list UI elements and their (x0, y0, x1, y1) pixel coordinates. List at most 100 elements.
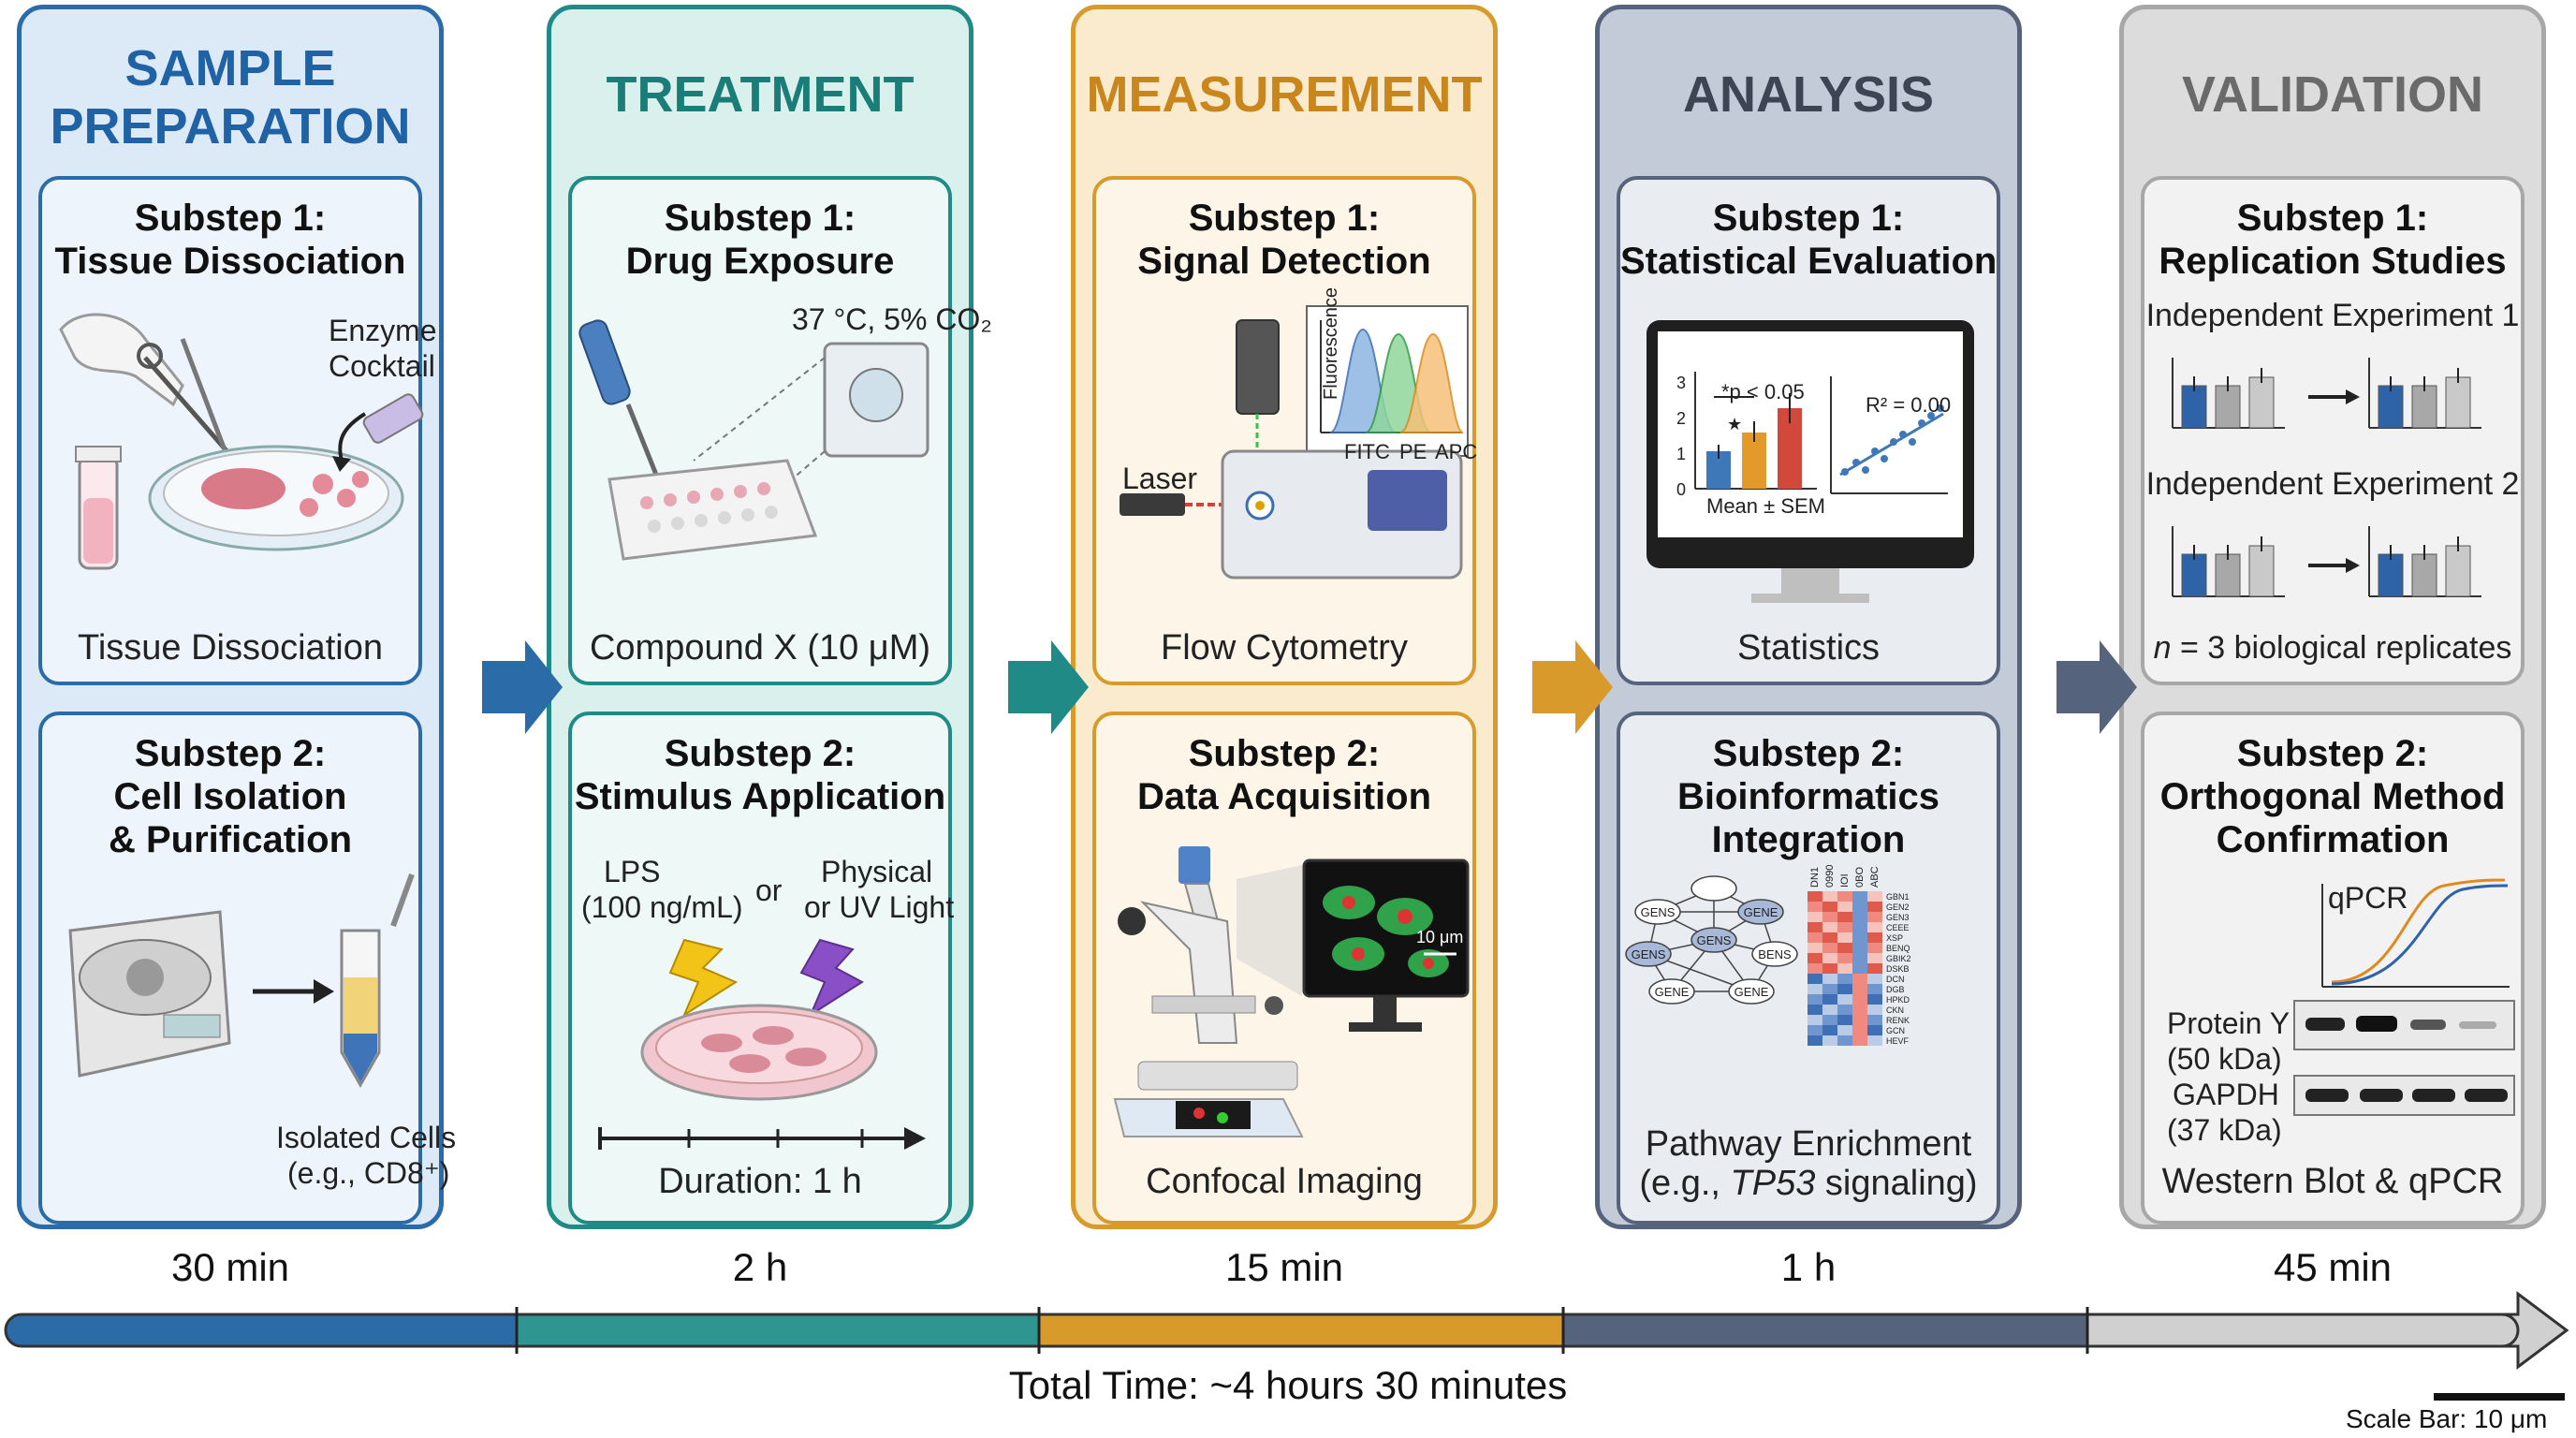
heatmap-row-label: GEN2 (1886, 902, 1910, 912)
heatmap-cell (1808, 943, 1822, 953)
protein-size: (50 kDa) (2167, 1042, 2282, 1076)
heatmap-cell (1867, 1015, 1882, 1025)
image-scale-label: 10 μm (1416, 928, 1464, 946)
replicate-bar (2215, 385, 2241, 429)
right-arrow-icon (1008, 640, 1089, 734)
right-arrow-icon (1532, 640, 1613, 734)
experiment-2-label: Independent Experiment 2 (2145, 466, 2520, 502)
heatmap-row-label: GBN1 (1886, 892, 1910, 902)
lps-label: LPS (604, 855, 661, 888)
substep-heading: Substep 2: Stimulus Application (574, 733, 946, 817)
heatmap-cell (1822, 953, 1837, 963)
heatmap-cell (1822, 1035, 1837, 1046)
heatmap-cell (1867, 1005, 1882, 1015)
duration-treatment: 2 h (732, 1245, 788, 1289)
replicate-bar (2445, 376, 2471, 429)
substep-heading: Substep 2: Orthogonal Method Confirmatio… (2159, 733, 2506, 860)
heatmap-cell (1822, 932, 1837, 943)
heatmap-cell (1867, 963, 1882, 974)
physical-label: Physical (821, 855, 933, 888)
heatmap-cell (1822, 922, 1837, 932)
statistics-monitor-illustration (1647, 320, 1974, 603)
timeline-segment-treatment (517, 1314, 1039, 1346)
substep-bioinformatics: Substep 2: Bioinformatics Integration GE… (1617, 712, 2000, 1225)
substep-caption: Duration: 1 h (658, 1162, 862, 1201)
culture-dish-icon (640, 1004, 878, 1101)
pathway-caption: Pathway Enrichment (1645, 1124, 1972, 1164)
drug-exposure-illustration (578, 319, 929, 561)
tissue-dissociation-illustration (59, 313, 424, 570)
flow-cytometry-illustration (1120, 305, 1469, 580)
experiment-1-label: Independent Experiment 1 (2145, 298, 2520, 333)
duration-measurement: 15 min (1224, 1245, 1344, 1289)
stage-sample-preparation: SAMPLE PREPARATION Substep 1: Tissue Dis… (17, 5, 456, 1229)
heatmap-cell (1822, 902, 1837, 912)
uv-label: or UV Light (804, 890, 955, 924)
timeline-segment-sample-preparation (6, 1314, 517, 1346)
heatmap-cell (1808, 912, 1822, 922)
replicate-bar (2248, 376, 2275, 429)
heatmap-row-label: CEEE (1886, 923, 1910, 932)
enzyme-vial-icon (332, 393, 424, 472)
gene-node-label: GENE (1734, 985, 1769, 999)
heatmap-row-label: GEN3 (1886, 913, 1910, 922)
centrifuge-icon (68, 910, 231, 1078)
heatmap-cell (1808, 891, 1822, 902)
y-tick-3: 3 (1676, 374, 1687, 392)
substep-heading: Substep 1: Replication Studies (2159, 198, 2507, 282)
heatmap-row-label: XSP (1886, 933, 1903, 943)
heatmap-cell (1867, 1025, 1882, 1035)
uv-bolt-icon (799, 938, 864, 1018)
right-arrow-icon (2056, 640, 2137, 734)
heatmap-cell (1852, 1015, 1867, 1025)
substep-cell-isolation: Substep 2: Cell Isolation & Purification (38, 712, 456, 1225)
heatmap-cell (1867, 943, 1882, 953)
western-qpcr-illustration (2293, 878, 2515, 1116)
heatmap-cell (1808, 984, 1822, 994)
mean-sem-label: Mean ± SEM (1706, 494, 1826, 518)
centrifuge-illustration (68, 873, 415, 1089)
duration-validation: 45 min (2273, 1245, 2393, 1289)
heatmap-cell (1822, 984, 1837, 994)
heatmap-cell (1822, 1005, 1837, 1015)
replicate-bar (2378, 553, 2404, 597)
heatmap-cell (1837, 902, 1852, 912)
gene-node-label: GENS (1697, 933, 1732, 947)
heatmap-cell (1822, 1025, 1837, 1035)
heatmap-cell (1822, 1015, 1837, 1025)
heatmap-col-label: DN1 (1809, 867, 1821, 888)
scatter-plot-inset (1830, 376, 1948, 494)
heatmap-cell (1837, 953, 1852, 963)
heatmap-cell (1808, 932, 1822, 943)
isolated-cells-tube-icon (340, 929, 381, 1089)
detector-icon (1236, 319, 1280, 415)
substep-heading: Substep 2: Data Acquisition (1136, 733, 1432, 817)
substep-data-acquisition: Substep 2: Data Acquisition (1092, 712, 1476, 1225)
heatmap-row-label: RENK (1886, 1016, 1910, 1025)
confocal-illustration (1113, 846, 1470, 1137)
heatmap-cell (1852, 984, 1867, 994)
gene-node (1751, 941, 1798, 967)
heatmap-cell (1837, 984, 1852, 994)
heatmap-cell (1808, 1015, 1822, 1025)
heatmap-cell (1822, 891, 1837, 902)
gene-node-label: BENS (1758, 947, 1792, 961)
replicate-bar (2378, 385, 2404, 429)
substep-orthogonal-confirmation: Substep 2: Orthogonal Method Confirmatio… (2141, 712, 2525, 1225)
heatmap-cell (1837, 1025, 1852, 1035)
heatmap-cell (1867, 932, 1882, 943)
substep-heading: Substep 2: Bioinformatics Integration (1676, 733, 1940, 860)
peak-label-fitc: FITC (1344, 440, 1390, 463)
heatmap-row-label: CKN (1886, 1005, 1904, 1015)
y-tick-2: 2 (1676, 409, 1687, 428)
substep-caption: Statistics (1736, 628, 1881, 668)
heatmap-cell (1867, 994, 1882, 1005)
heatmap-cell (1837, 891, 1852, 902)
heatmap-cell (1837, 1035, 1852, 1046)
heatmap-cell (1837, 1015, 1852, 1025)
gene-node (1728, 978, 1775, 1005)
replicate-bar (2411, 385, 2437, 429)
heatmap-cell (1867, 974, 1882, 984)
timeline-segment-measurement (1039, 1314, 1563, 1346)
replicate-bar (2181, 385, 2207, 429)
